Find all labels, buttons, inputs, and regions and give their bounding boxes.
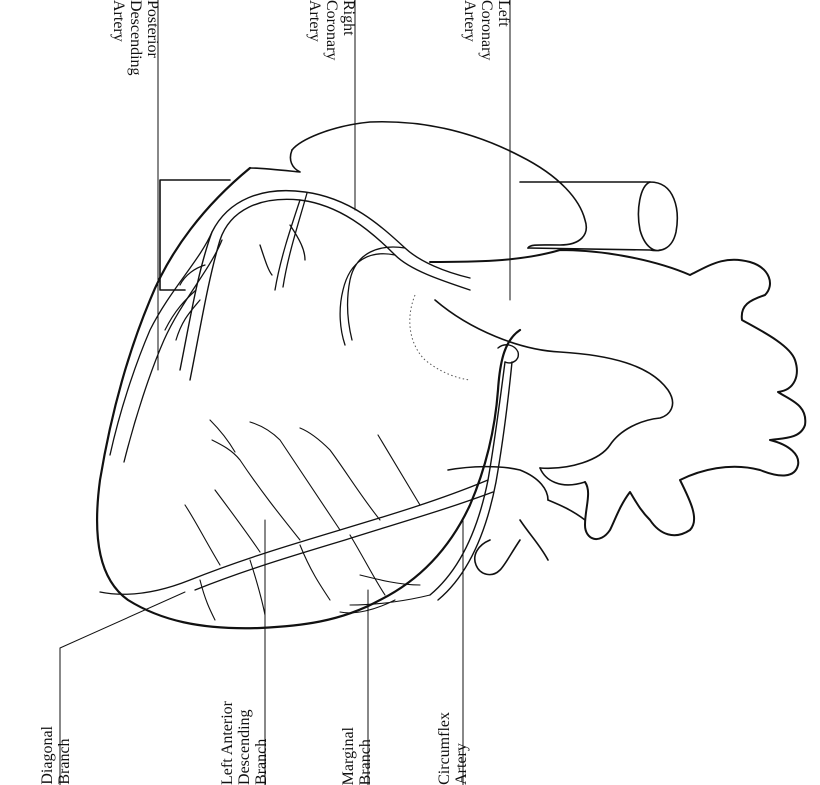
aortic-arch — [430, 250, 805, 539]
label-line: Artery — [453, 712, 470, 785]
label-line: Right — [340, 0, 357, 60]
lad-branches — [185, 420, 420, 620]
circumflex-vessel — [430, 362, 512, 600]
aortic-inner — [435, 300, 673, 468]
vessel-bottom-branches — [475, 468, 585, 575]
label-line: Descending — [236, 701, 253, 785]
label-line: Branch — [253, 701, 270, 785]
great-vessel-left — [160, 180, 650, 290]
label-line: Coronary — [323, 0, 340, 60]
great-vessel-right-tube — [528, 182, 677, 251]
atrium-lower — [250, 150, 300, 172]
label-line: Branch — [56, 726, 73, 785]
label-line: Artery — [306, 0, 323, 60]
lad-vessel — [100, 480, 493, 594]
marginal-branch-vessel — [340, 575, 430, 613]
label-line: Descending — [127, 0, 144, 76]
label-line: Left Anterior — [219, 701, 236, 785]
label-line: Circumflex — [436, 712, 453, 785]
label-line: Posterior — [144, 0, 161, 76]
right-coronary-vessel — [180, 191, 470, 380]
label-line: Branch — [357, 727, 374, 785]
label-line: Coronary — [478, 0, 495, 60]
label-line: Left — [495, 0, 512, 60]
rca-branch-1 — [275, 193, 307, 290]
atrium-outline — [292, 122, 586, 248]
label-line: Artery — [110, 0, 127, 76]
rca-branch-3 — [260, 225, 305, 275]
rca-branch-2 — [340, 247, 405, 345]
dotted-region — [410, 295, 470, 380]
label-line: Marginal — [340, 727, 357, 785]
label-line: Artery — [461, 0, 478, 60]
label-line: Diagonal — [39, 726, 56, 785]
